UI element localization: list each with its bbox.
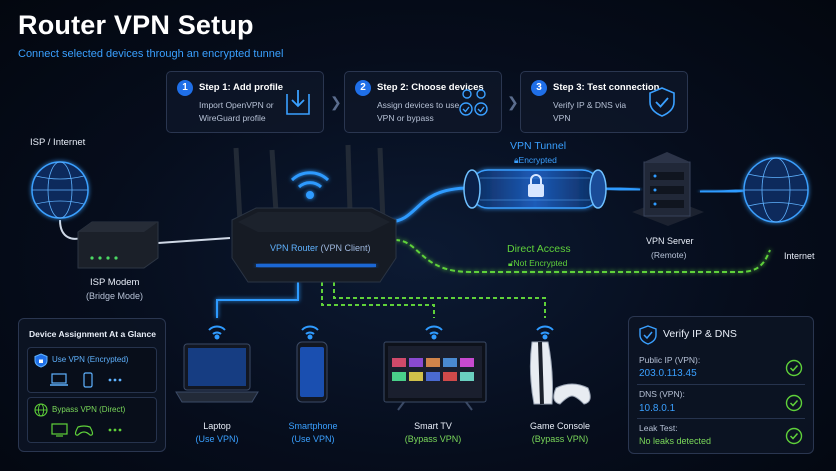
vpn-tunnel-status-text: Encrypted — [518, 155, 557, 165]
isp-globe-icon — [31, 161, 89, 219]
step-1-card: 1 Step 1: Add profile Import OpenVPN or … — [166, 71, 324, 133]
bypass-devices-group: Bypass VPN (Direct) — [27, 397, 157, 443]
divider — [637, 418, 805, 419]
laptop-shape — [175, 343, 259, 403]
vpn-server-label: VPN Server — [646, 236, 694, 246]
dns-value: 10.8.0.1 — [639, 403, 676, 414]
game-console-label: Game Console — [529, 421, 591, 431]
step-2-desc: Assign devices to use VPN or bypass — [377, 100, 460, 123]
tv-wifi-icon — [425, 325, 443, 340]
devices-check-icon — [459, 89, 488, 116]
more-icon — [108, 428, 122, 432]
vpn-route-line — [389, 186, 471, 224]
divider — [637, 384, 805, 385]
globe-icon — [34, 403, 48, 417]
tv-line — [321, 282, 435, 318]
vpn-group-label: Use VPN (Encrypted) — [52, 355, 129, 364]
direct-route-line — [394, 239, 771, 273]
smartphone-shape — [296, 341, 328, 403]
laptop-label: Laptop — [203, 421, 231, 431]
verify-panel: Verify IP & DNS Public IP (VPN): 203.0.1… — [628, 316, 814, 454]
bypass-group-label: Bypass VPN (Direct) — [52, 405, 126, 414]
phone-wifi-icon — [301, 325, 319, 340]
modem-label: ISP Modem — [90, 277, 140, 288]
vpn-tunnel-label: VPN Tunnel — [510, 140, 567, 152]
step-3-number: 3 — [531, 80, 547, 96]
console-line — [333, 282, 546, 318]
check-circle-icon — [785, 359, 803, 377]
verify-title: Verify IP & DNS — [663, 328, 737, 340]
isp-cable — [59, 219, 81, 240]
public-ip-label: Public IP (VPN): — [639, 355, 701, 365]
internet-globe-icon — [743, 157, 809, 223]
vpn-tunnel-shape — [463, 169, 607, 209]
gamepad-icon — [74, 425, 94, 436]
leak-test-value: No leaks detected — [639, 436, 712, 446]
direct-access-status: 🔓︎Not Encrypted — [508, 258, 567, 269]
check-circle-icon — [785, 427, 803, 445]
laptop-icon — [50, 373, 68, 386]
modem-mode-label: (Bridge Mode) — [86, 291, 144, 301]
step-1-title: Step 1: Add profile — [199, 82, 284, 93]
step-3-desc: Verify IP & DNS via VPN — [553, 100, 627, 123]
more-icon — [108, 378, 122, 382]
public-ip-value: 203.0.113.45 — [639, 368, 697, 379]
shield-check-icon — [639, 325, 657, 345]
smartphone-icon — [83, 372, 93, 388]
game-console-route: (Bypass VPN) — [531, 434, 589, 444]
step-chevron-2: ❯ — [507, 94, 519, 110]
step-2-number: 2 — [355, 80, 371, 96]
router-name: VPN Router — [270, 243, 319, 253]
download-icon — [286, 90, 310, 115]
internet-label: Internet — [784, 251, 815, 261]
step-chevron-1: ❯ — [330, 94, 342, 110]
device-assignment-title: Device Assignment At a Glance — [29, 329, 156, 339]
laptop-line — [216, 282, 299, 318]
vpn-tunnel-status: 🔒︎Encrypted — [514, 155, 557, 166]
vpn-server-mode: (Remote) — [651, 250, 687, 260]
server-internet-line — [699, 188, 746, 194]
tv-icon — [51, 423, 68, 437]
shield-check-icon — [649, 87, 675, 117]
smartphone-route: (Use VPN) — [291, 434, 335, 444]
step-2-title: Step 2: Choose devices — [377, 82, 484, 93]
vpn-server-shape — [632, 152, 704, 226]
smart-tv-shape — [383, 341, 487, 411]
wifi-icon — [290, 171, 330, 199]
vpn-shield-icon — [34, 353, 48, 368]
laptop-route: (Use VPN) — [195, 434, 239, 444]
step-2-card: 2 Step 2: Choose devices Assign devices … — [344, 71, 502, 133]
dns-label: DNS (VPN): — [639, 389, 685, 399]
router-label: VPN Router (VPN Client) — [270, 243, 371, 253]
lock-icon: 🔒︎ — [514, 155, 519, 165]
smart-tv-label: Smart TV — [414, 421, 452, 431]
leak-test-label: Leak Test: — [639, 423, 678, 433]
smart-tv-route: (Bypass VPN) — [404, 434, 462, 444]
vpn-device-icons — [50, 372, 122, 388]
step-3-card: 3 Step 3: Test connection Verify IP & DN… — [520, 71, 688, 133]
direct-access-status-text: Not Encrypted — [513, 258, 568, 268]
page-subtitle: Connect selected devices through an encr… — [18, 48, 284, 60]
device-assignment-panel: Device Assignment At a Glance Use VPN (E… — [18, 318, 166, 452]
step-3-title: Step 3: Test connection — [553, 82, 660, 93]
console-wifi-icon — [536, 325, 554, 340]
step-1-number: 1 — [177, 80, 193, 96]
step-1-desc: Import OpenVPN or WireGuard profile — [199, 100, 274, 123]
unlock-icon: 🔓︎ — [508, 258, 514, 268]
smartphone-label: Smartphone — [288, 421, 338, 431]
router-shape — [231, 144, 397, 283]
check-circle-icon — [785, 394, 803, 412]
bypass-device-icons — [51, 423, 122, 437]
isp-internet-label: ISP / Internet — [30, 137, 86, 148]
vpn-devices-group: Use VPN (Encrypted) — [27, 347, 157, 393]
modem-shape — [77, 221, 159, 269]
modem-router-cable — [157, 237, 231, 244]
page-title: Router VPN Setup — [18, 10, 254, 40]
direct-access-label: Direct Access — [507, 243, 571, 255]
game-console-shape — [529, 341, 591, 405]
router-mode: (VPN Client) — [320, 243, 371, 253]
laptop-wifi-icon — [208, 325, 226, 340]
